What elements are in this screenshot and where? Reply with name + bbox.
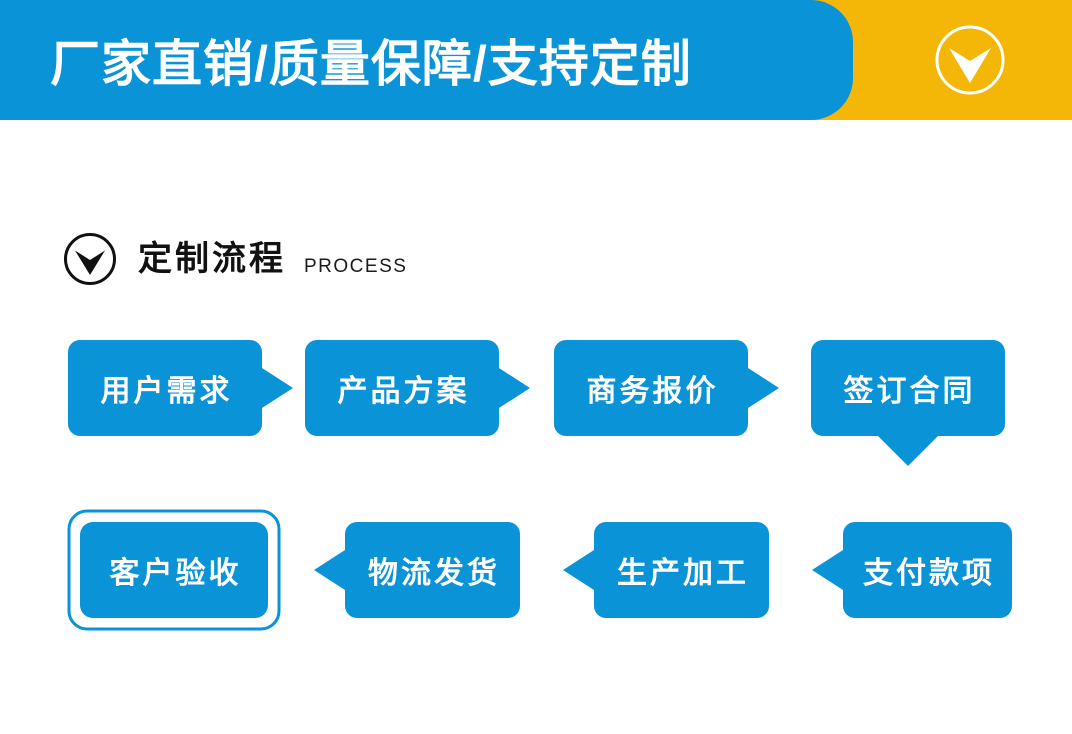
header-title: 厂家直销/质量保障/支持定制 <box>50 36 692 92</box>
process-step-label-8[interactable]: 支付款项 <box>863 557 995 590</box>
process-step-label-6[interactable]: 物流发货 <box>368 557 500 590</box>
section-title-cn: 定制流程 <box>138 240 286 278</box>
process-step-label-4[interactable]: 签订合同 <box>843 375 976 408</box>
process-step-label-3[interactable]: 商务报价 <box>586 375 719 408</box>
process-step-label-5[interactable]: 客户验收 <box>109 557 242 590</box>
header-blue-panel <box>0 0 853 120</box>
section-title-en: PROCESS <box>304 255 408 277</box>
process-step-label-2[interactable]: 产品方案 <box>337 375 470 408</box>
process-step-label-1[interactable]: 用户需求 <box>100 375 233 408</box>
chevron-down-circle-icon <box>934 24 1006 96</box>
chevron-down-circle-icon <box>62 231 118 287</box>
section-title: 定制流程 PROCESS <box>62 228 407 290</box>
process-step-label-7[interactable]: 生产加工 <box>617 557 749 590</box>
header-banner: 厂家直销/质量保障/支持定制 <box>0 0 1072 120</box>
